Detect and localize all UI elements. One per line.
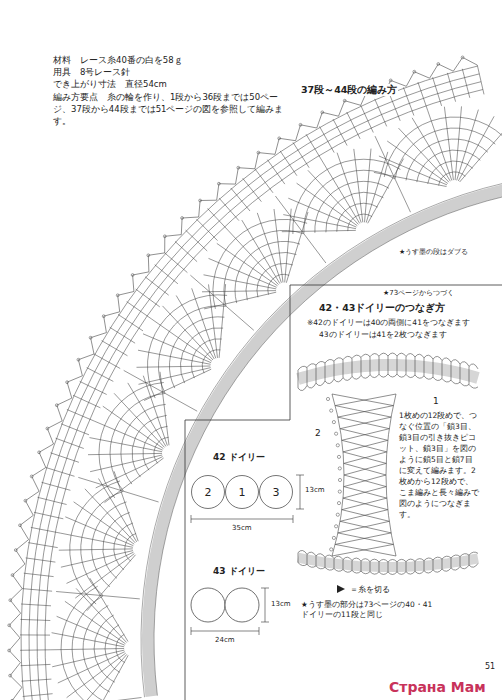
picot — [338, 478, 341, 481]
doily-number: 3 — [273, 486, 280, 499]
data-sheet-line: 編み方要点 糸の輪を作り、1段から36段までは50ページ、37段から44段までは… — [52, 91, 294, 127]
doily-circle: 1 — [225, 475, 259, 509]
dimension-lines — [191, 475, 304, 635]
circle-line — [192, 476, 225, 509]
fan-motifs — [20, 65, 502, 700]
doily-number: 2 — [205, 486, 212, 499]
fan-fringe — [9, 57, 477, 700]
picot — [337, 455, 340, 458]
piece-number: 1 — [432, 396, 440, 408]
doily-heading: 43 ドイリー — [212, 566, 266, 578]
doily-circle: 2 — [191, 475, 225, 509]
dimension: 35cm — [231, 524, 253, 533]
dimension: 13cm — [270, 600, 292, 609]
grey-round — [148, 190, 502, 697]
section-heading: 42・43ドイリーのつなぎ方 — [318, 302, 446, 314]
picot — [336, 444, 339, 447]
page-number: 51 — [484, 662, 496, 672]
note: ★うす墨の段はダブる — [398, 248, 469, 257]
dimension: 24cm — [214, 636, 236, 645]
circle-line — [226, 476, 259, 509]
dimension: 13cm — [304, 486, 326, 495]
symbol-key: ＝糸を切る — [349, 585, 391, 595]
doily-heading: 42 ドイリー — [212, 452, 266, 464]
doily-circle — [225, 588, 259, 622]
picot — [330, 548, 333, 551]
picot — [338, 467, 341, 470]
note: 43のドイリーは41を2枚つなぎます — [318, 330, 448, 340]
picot — [335, 432, 338, 435]
region-frame — [185, 285, 502, 700]
instruction-text: 1枚めの12段めで、つなぐ位置の「鎖3目、鎖3目の引き抜きピコット、鎖3目」を図… — [398, 410, 480, 520]
picot — [336, 513, 339, 516]
piece-number: 2 — [314, 428, 322, 440]
picot — [335, 525, 338, 528]
picot — [330, 409, 333, 412]
circle-line — [260, 476, 293, 509]
data-sheet-line: 用具 8号レース針 — [52, 67, 131, 78]
picot — [337, 502, 340, 505]
doily-43-shape — [191, 588, 259, 622]
dimension-line — [191, 515, 293, 523]
note: ★73ページからつづく — [382, 289, 455, 298]
data-sheet-line: 材料 レース糸40番の白を58ｇ — [52, 55, 184, 66]
data-sheet-line: でき上がり寸法 直径54cm — [52, 79, 168, 90]
section-heading: 37段～44段の編み方 — [300, 84, 398, 96]
dimension-line — [296, 475, 304, 509]
note: ※42のドイリーは40の両側に41をつなぎます — [306, 318, 471, 328]
doily-circle: 3 — [259, 475, 293, 509]
fan-stitches — [20, 65, 502, 700]
picot — [326, 397, 329, 400]
frame-line — [185, 285, 502, 700]
picot — [332, 536, 335, 539]
doily-circle — [191, 588, 225, 622]
watermark: Страна Мам — [388, 678, 487, 696]
picot — [338, 490, 341, 493]
cut-yarn-symbol — [337, 585, 345, 593]
picots — [326, 397, 341, 551]
picots — [8, 56, 464, 700]
note: ★うす墨の部分は73ページの40・41ドイリーの11段と同じ — [300, 600, 434, 620]
dimension-line — [191, 627, 259, 635]
dimension-line — [261, 588, 269, 622]
picot — [332, 421, 335, 424]
doily-edge-fan — [8, 56, 502, 700]
doily-number: 1 — [239, 486, 246, 499]
